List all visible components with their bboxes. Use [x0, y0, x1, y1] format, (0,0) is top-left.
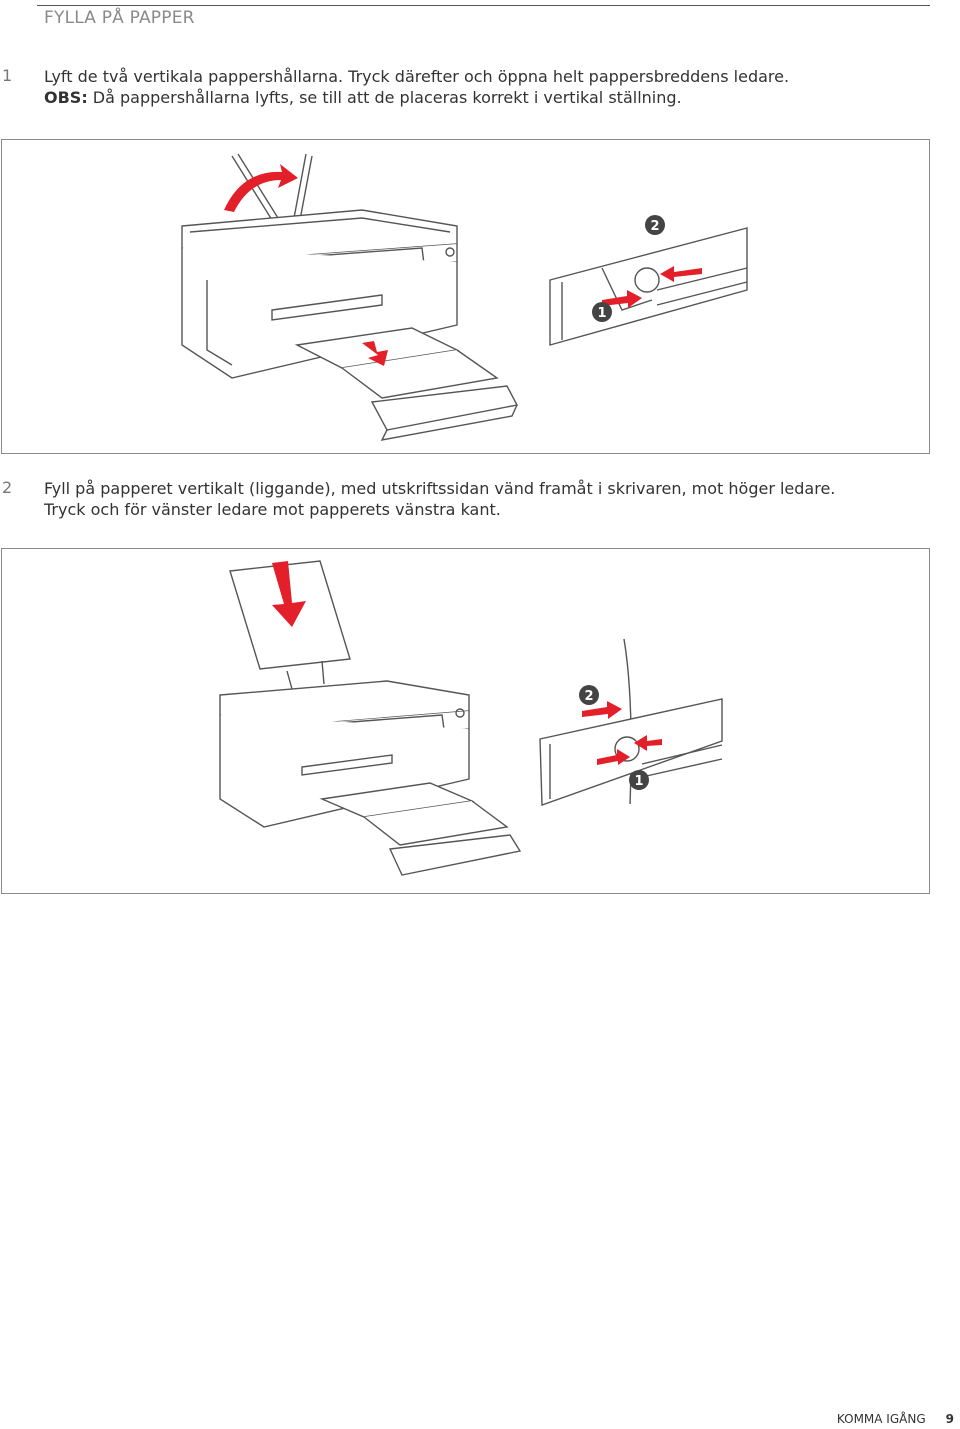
figure-printer-raise-holders: 2 1	[1, 139, 930, 454]
step-number: 2	[2, 478, 13, 497]
step-note: OBS: Då pappershållarna lyfts, se till a…	[44, 87, 944, 108]
note-label: OBS:	[44, 88, 88, 107]
page-footer: KOMMA IGÅNG 9	[837, 1412, 954, 1426]
callout-label: 2	[650, 219, 659, 234]
step-line: Fyll på papperet vertikalt (liggande), m…	[44, 479, 836, 498]
callout-1: 1	[629, 770, 649, 790]
arrow-right-icon	[602, 290, 642, 308]
step-line: Lyft de två vertikala pappershållarna. T…	[44, 67, 790, 86]
arrow-down-icon	[362, 341, 388, 366]
step-number: 1	[2, 66, 13, 85]
curved-arrow-icon	[224, 164, 298, 212]
footer-section: KOMMA IGÅNG	[836, 1412, 926, 1426]
callout-2: 2	[645, 215, 665, 235]
note-text: Då pappershållarna lyfts, se till att de…	[87, 88, 682, 107]
step-instructions: Lyft de två vertikala pappershållarna. T…	[44, 66, 944, 108]
arrow-down-icon	[272, 561, 306, 627]
callout-label: 1	[634, 774, 643, 789]
arrow-right-icon	[597, 749, 630, 765]
step-line: Tryck och för vänster ledare mot pappere…	[44, 500, 501, 519]
arrow-right-icon	[582, 701, 622, 719]
callout-label: 1	[597, 306, 606, 321]
section-title: FYLLA PÅ PAPPER	[44, 8, 195, 28]
step-instructions: Fyll på papperet vertikalt (liggande), m…	[44, 478, 944, 520]
printer-illustration-2: 2 1	[219, 560, 723, 876]
page-number: 9	[945, 1412, 954, 1426]
callout-1: 1	[592, 302, 612, 322]
arrow-left-icon	[660, 266, 702, 282]
figure-printer-load-paper: 2 1	[1, 548, 930, 894]
header-rule	[37, 5, 930, 6]
callout-label: 2	[584, 689, 593, 704]
arrow-left-icon	[634, 735, 662, 751]
printer-illustration-1: 2 1	[181, 153, 748, 441]
callout-2: 2	[579, 685, 599, 705]
